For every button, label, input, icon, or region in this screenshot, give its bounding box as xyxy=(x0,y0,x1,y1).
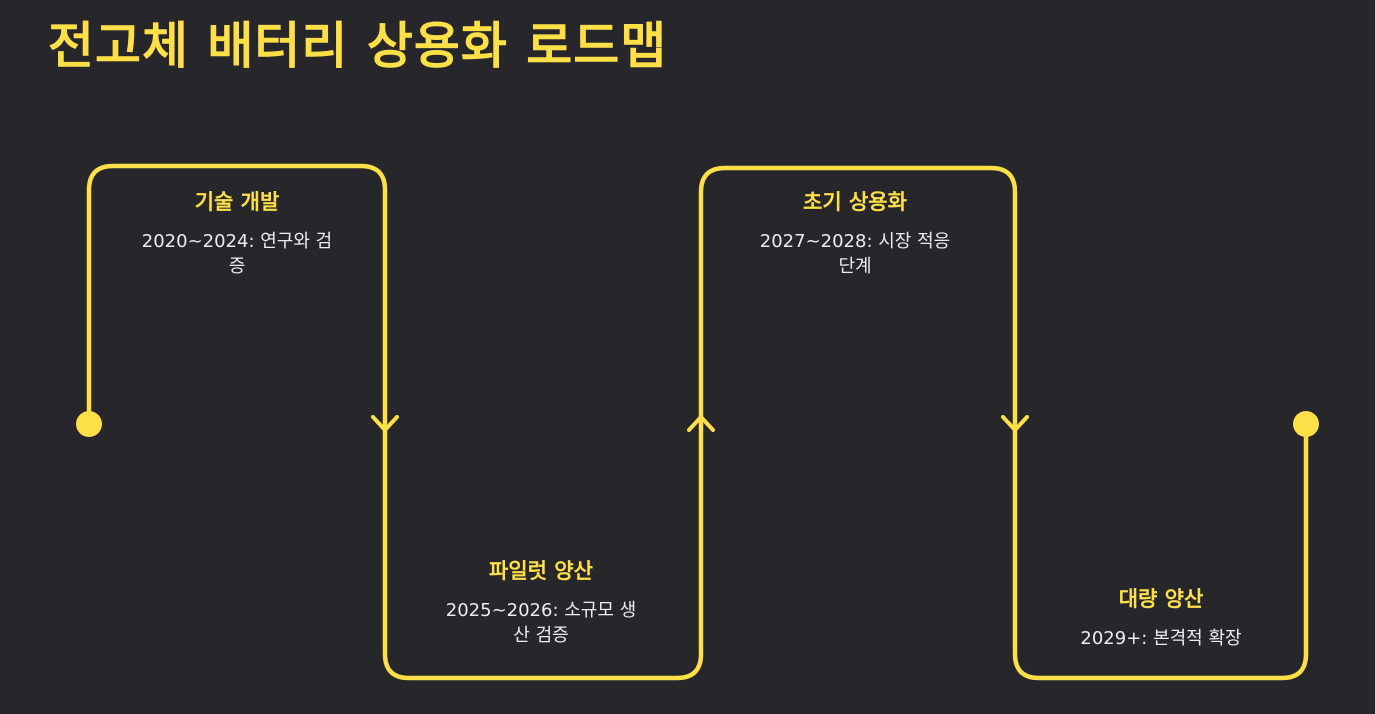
end-point-dot xyxy=(1293,411,1319,437)
stage-description: 2027~2028: 시장 적응 단계 xyxy=(759,231,951,278)
start-point-dot xyxy=(76,411,102,437)
stage-early-commercialization: 초기 상용화 2027~2028: 시장 적응 단계 xyxy=(725,189,985,279)
stage-title: 기술 개발 xyxy=(194,190,280,214)
stage-mass-production: 대량 양산 2029+: 본격적 확장 xyxy=(1031,586,1291,651)
roadmap-path-line xyxy=(86,163,1309,681)
stage-description: 2020~2024: 연구와 검증 xyxy=(141,231,333,278)
stage-title: 초기 상용화 xyxy=(803,190,907,214)
page-title: 전고체 배터리 상용화 로드맵 xyxy=(48,17,668,75)
arrow-down-icon xyxy=(371,415,399,432)
stage-title: 대량 양산 xyxy=(1118,587,1204,611)
stage-description: 2025~2026: 소규모 생산 검증 xyxy=(445,600,637,647)
stage-pilot-production: 파일럿 양산 2025~2026: 소규모 생산 검증 xyxy=(411,558,671,648)
arrow-down-icon xyxy=(1001,415,1029,432)
stage-technology-development: 기술 개발 2020~2024: 연구와 검증 xyxy=(107,189,367,279)
stage-description: 2029+: 본격적 확장 xyxy=(1080,628,1242,650)
arrow-up-icon xyxy=(687,415,715,432)
stage-title: 파일럿 양산 xyxy=(489,559,593,583)
